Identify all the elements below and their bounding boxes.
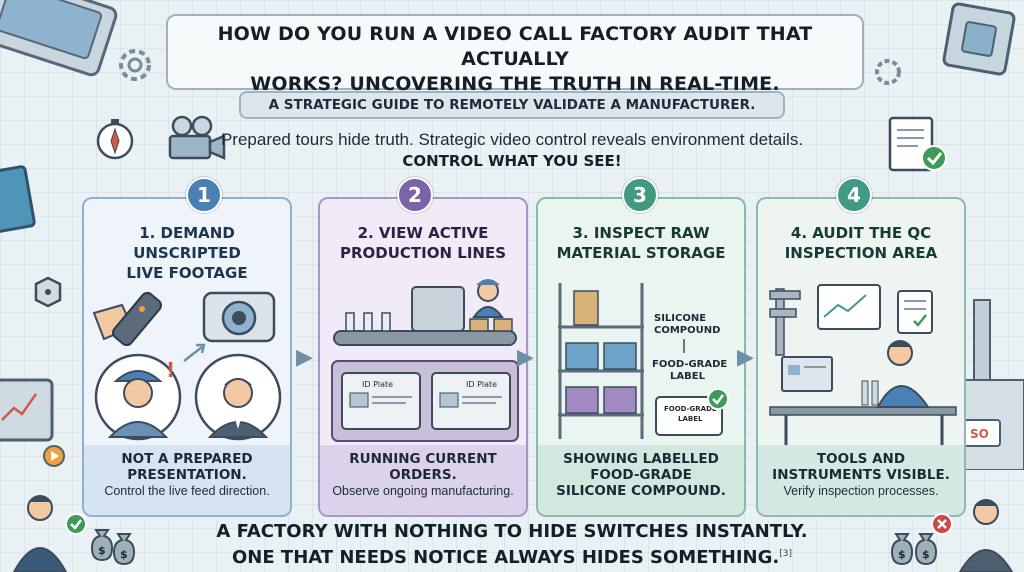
svg-text:$: $ <box>98 544 106 557</box>
monitor-chart-icon <box>0 378 65 467</box>
step-card-3: 3. INSPECT RAW MATERIAL STORAGE SILICONE… <box>536 197 746 517</box>
food-grade-tag: FOOD-GRADE LABEL <box>655 388 729 436</box>
camera-icon <box>202 291 276 343</box>
money-bag-icon: $ <box>890 533 914 566</box>
svg-text:$: $ <box>898 548 906 561</box>
intro-emphasis: CONTROL WHAT YOU SEE! <box>402 152 622 170</box>
step-1-heading-line-2: LIVE FOOTAGE <box>126 264 248 282</box>
tag-line-2: LABEL <box>678 415 703 423</box>
operator-avatar <box>472 279 504 318</box>
subtitle-banner: A STRATEGIC GUIDE TO REMOTELY VALIDATE A… <box>239 91 785 119</box>
page-title-line-1: HOW DO YOU RUN A VIDEO CALL FACTORY AUDI… <box>217 23 813 70</box>
plate-label: ID Plate <box>466 380 497 389</box>
callout-silicone-line-2: COMPOUND <box>654 325 720 336</box>
intro-text: Prepared tours hide truth. Strategic vid… <box>220 130 804 149</box>
inspection-desk <box>769 356 957 445</box>
step-1-footer-bold-2: PRESENTATION. <box>127 467 247 483</box>
tablet-edge-icon <box>0 165 36 235</box>
step-card-2: 2. VIEW ACTIVE PRODUCTION LINES ID Plate <box>318 197 528 517</box>
check-icon <box>65 513 87 535</box>
gear-icon <box>119 49 151 81</box>
step-3-heading-line-1: 3. INSPECT RAW <box>572 224 710 242</box>
step-4-footer-bold-2: INSTRUMENTS VISIBLE. <box>772 467 950 483</box>
step-2-footer-bold-1: RUNNING CURRENT <box>349 451 497 467</box>
plate-label: ID Plate <box>362 380 393 389</box>
check-icon <box>707 388 729 410</box>
step-3-number-badge: 3 <box>622 177 658 213</box>
step-4-illustration <box>769 284 957 445</box>
cube-icon <box>34 276 62 308</box>
inspector-icon <box>861 340 930 408</box>
document-check-icon <box>897 290 933 334</box>
money-bag-icon: $ <box>90 529 114 562</box>
remote-control-icon <box>92 291 162 347</box>
manager-avatar <box>194 353 282 441</box>
step-1-number-badge: 1 <box>186 177 222 213</box>
step-1-heading-line-1: 1. DEMAND UNSCRIPTED <box>133 224 241 262</box>
video-camera-icon <box>168 115 226 160</box>
id-plate-right: ID Plate <box>431 372 511 430</box>
callout-label-line-1: FOOD-GRADE <box>652 359 727 370</box>
gear-icon <box>875 59 901 85</box>
conclusion-line-1: A FACTORY WITH NOTHING TO HIDE SWITCHES … <box>216 521 808 542</box>
caliper-icon <box>769 288 801 356</box>
step-3-footer-bold-2: FOOD-GRADE <box>590 467 692 483</box>
step-1-illustration: ! <box>92 291 282 441</box>
step-2-footer-text: Observe ongoing manufacturing. <box>332 484 514 498</box>
page-title-line-2: WORKS? UNCOVERING THE TRUTH IN REAL-TIME… <box>250 73 780 95</box>
money-bag-icon: $ <box>112 533 136 566</box>
step-3-illustration: SILICONE COMPOUND FOOD-GRADE LABEL FOOD-… <box>558 283 729 439</box>
monitor-chart-icon <box>817 284 881 330</box>
step-4-number-badge: 4 <box>836 177 872 213</box>
tag-line-1: FOOD-GRADE <box>664 405 717 413</box>
step-2-number-badge: 2 <box>397 177 433 213</box>
compass-icon <box>96 119 134 160</box>
step-2-footer-bold-2: ORDERS. <box>389 467 457 483</box>
step-4-heading-line-1: 4. AUDIT THE QC <box>790 224 932 242</box>
step-arrow-2-icon: ▶ <box>517 345 534 370</box>
step-1-footer-bold-1: NOT A PREPARED <box>121 451 253 467</box>
step-1-footer-text: Control the live feed direction. <box>104 484 270 498</box>
tablet-icon <box>0 0 118 77</box>
step-arrow-3-icon: ▶ <box>737 345 754 370</box>
conclusion-text: A FACTORY WITH NOTHING TO HIDE SWITCHES … <box>150 520 874 569</box>
chip-icon <box>942 2 1016 76</box>
svg-text:$: $ <box>922 548 930 561</box>
callout-label-line-2: LABEL <box>670 371 706 382</box>
svg-text:$: $ <box>120 548 128 561</box>
step-4-heading-line-2: INSPECTION AREA <box>784 244 938 262</box>
title-banner: HOW DO YOU RUN A VIDEO CALL FACTORY AUDI… <box>166 14 864 95</box>
step-arrow-1-icon: ▶ <box>296 345 313 370</box>
citation-marker[interactable]: [3] <box>779 549 792 559</box>
confident-manager-icon: $ $ <box>12 495 136 572</box>
step-4-footer-bold-1: TOOLS AND <box>816 451 906 467</box>
step-3-heading-line-2: MATERIAL STORAGE <box>556 244 726 262</box>
conclusion-line-2: ONE THAT NEEDS NOTICE ALWAYS HIDES SOMET… <box>232 547 780 568</box>
svg-text:!: ! <box>166 358 175 382</box>
document-check-icon <box>888 116 947 172</box>
shelf-icon <box>558 283 644 439</box>
conveyor-icon <box>333 286 517 346</box>
step-2-heading-line-1: 2. VIEW ACTIVE <box>357 224 489 242</box>
step-3-footer-bold-3: SILICONE COMPOUND. <box>556 483 726 499</box>
step-3-footer-bold-1: SHOWING LABELLED <box>563 451 719 467</box>
step-card-4: 4. AUDIT THE QC INSPECTION AREA <box>756 197 966 517</box>
money-bag-icon: $ <box>914 533 938 566</box>
id-plate-left: ID Plate <box>341 372 421 430</box>
step-2-heading-line-2: PRODUCTION LINES <box>339 244 507 262</box>
worker-avatar: ! <box>94 353 182 441</box>
worried-manager-icon: $ $ <box>890 499 1014 572</box>
svg-text:SO: SO <box>970 427 989 441</box>
step-2-illustration: ID Plate ID Plate <box>331 279 519 442</box>
step-4-footer-text: Verify inspection processes. <box>783 484 939 498</box>
callout-silicone-line-1: SILICONE <box>654 313 706 324</box>
step-card-1: 1. DEMAND UNSCRIPTED LIVE FOOTAGE ! <box>82 197 292 517</box>
